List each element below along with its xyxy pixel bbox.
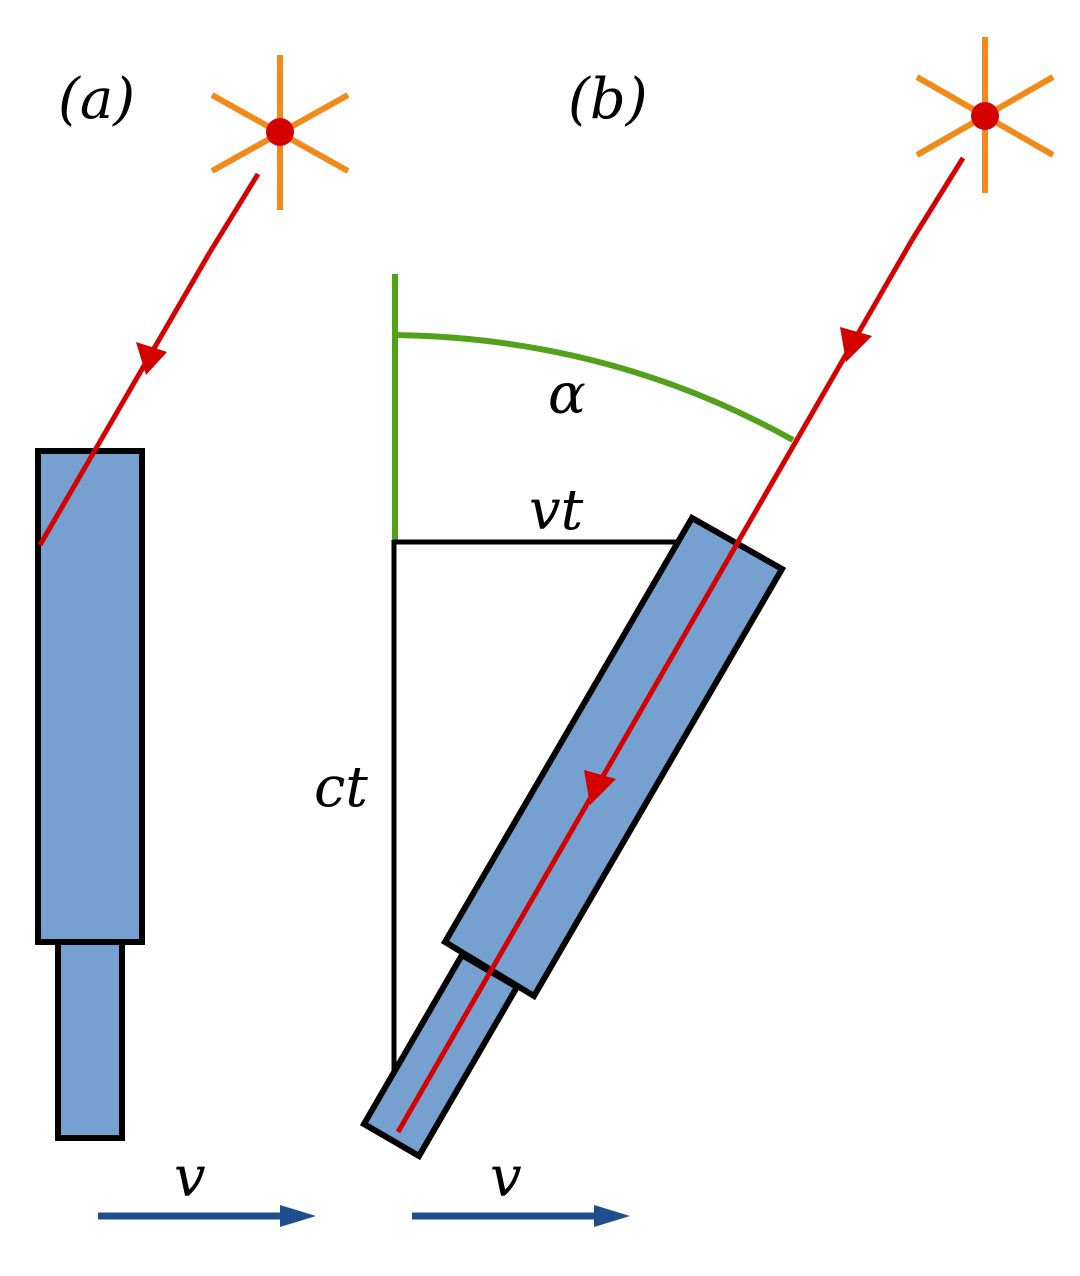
arrow-icon: [280, 1205, 316, 1227]
velocity-label-b: v: [490, 1145, 522, 1210]
panel-a: [35, 55, 350, 1227]
velocity-label-a: v: [174, 1145, 206, 1210]
ray-direction-arrow-b-top: [840, 327, 872, 362]
panel-label-a: (a): [58, 67, 135, 132]
angle-arc: [394, 332, 795, 443]
angle-label: α: [548, 362, 586, 427]
arrow-icon: [594, 1205, 630, 1227]
light-ray-a-lower: [37, 250, 213, 547]
star-icon: [210, 55, 350, 210]
star-icon: [915, 37, 1055, 193]
panel-label-b: (b): [568, 67, 648, 132]
ct-label: ct: [314, 755, 368, 820]
light-ray-a: [207, 172, 261, 254]
panel-b: [359, 37, 1055, 1227]
ray-direction-arrow-a: [136, 342, 167, 375]
light-ray-b: [909, 156, 966, 242]
ray-direction-arrow-b-inside: [584, 770, 616, 805]
telescope-tube-a: [35, 448, 145, 945]
light-ray-b-lower: [395, 238, 915, 1134]
telescope-eyepiece-a: [55, 937, 125, 1141]
vt-label: vt: [529, 478, 584, 543]
